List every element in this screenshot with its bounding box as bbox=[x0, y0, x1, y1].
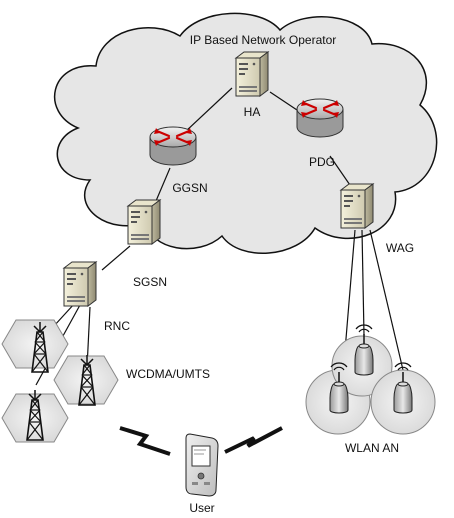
rnc-server-icon[interactable] bbox=[63, 261, 97, 307]
wcdma-label: WCDMA/UMTS bbox=[126, 367, 210, 381]
operator-cloud bbox=[53, 12, 438, 254]
link-sgsn-rnc bbox=[101, 245, 131, 271]
link-ha-pdg bbox=[269, 91, 301, 113]
rnc-label: RNC bbox=[104, 319, 130, 333]
ha-server-icon[interactable] bbox=[235, 51, 269, 97]
wag-label: WAG bbox=[386, 241, 414, 255]
ggsn-label: GGSN bbox=[172, 181, 207, 195]
wag-server-icon[interactable] bbox=[340, 183, 374, 229]
sgsn-server-icon[interactable] bbox=[127, 199, 161, 245]
link-pdg-wag bbox=[329, 155, 353, 189]
user-handset-icon[interactable] bbox=[185, 433, 219, 497]
wcdma-cell-2 bbox=[1, 393, 69, 443]
ha-label: HA bbox=[244, 105, 261, 119]
wireless-link-left-icon bbox=[119, 426, 171, 456]
ggsn-router-icon[interactable] bbox=[148, 125, 198, 167]
pdg-label: PDG bbox=[309, 155, 335, 169]
wlan-label: WLAN AN bbox=[345, 441, 399, 455]
cloud-title: IP Based Network Operator bbox=[190, 33, 337, 47]
link-wag-ap3 bbox=[369, 229, 404, 371]
user-label: User bbox=[189, 501, 214, 515]
sgsn-label: SGSN bbox=[133, 275, 167, 289]
wireless-link-right-icon bbox=[224, 426, 283, 454]
link-ha-ggsn bbox=[184, 87, 233, 133]
link-wag-ap2 bbox=[361, 229, 365, 336]
wcdma-cells bbox=[1, 319, 119, 443]
pdg-router-icon[interactable] bbox=[295, 97, 345, 139]
